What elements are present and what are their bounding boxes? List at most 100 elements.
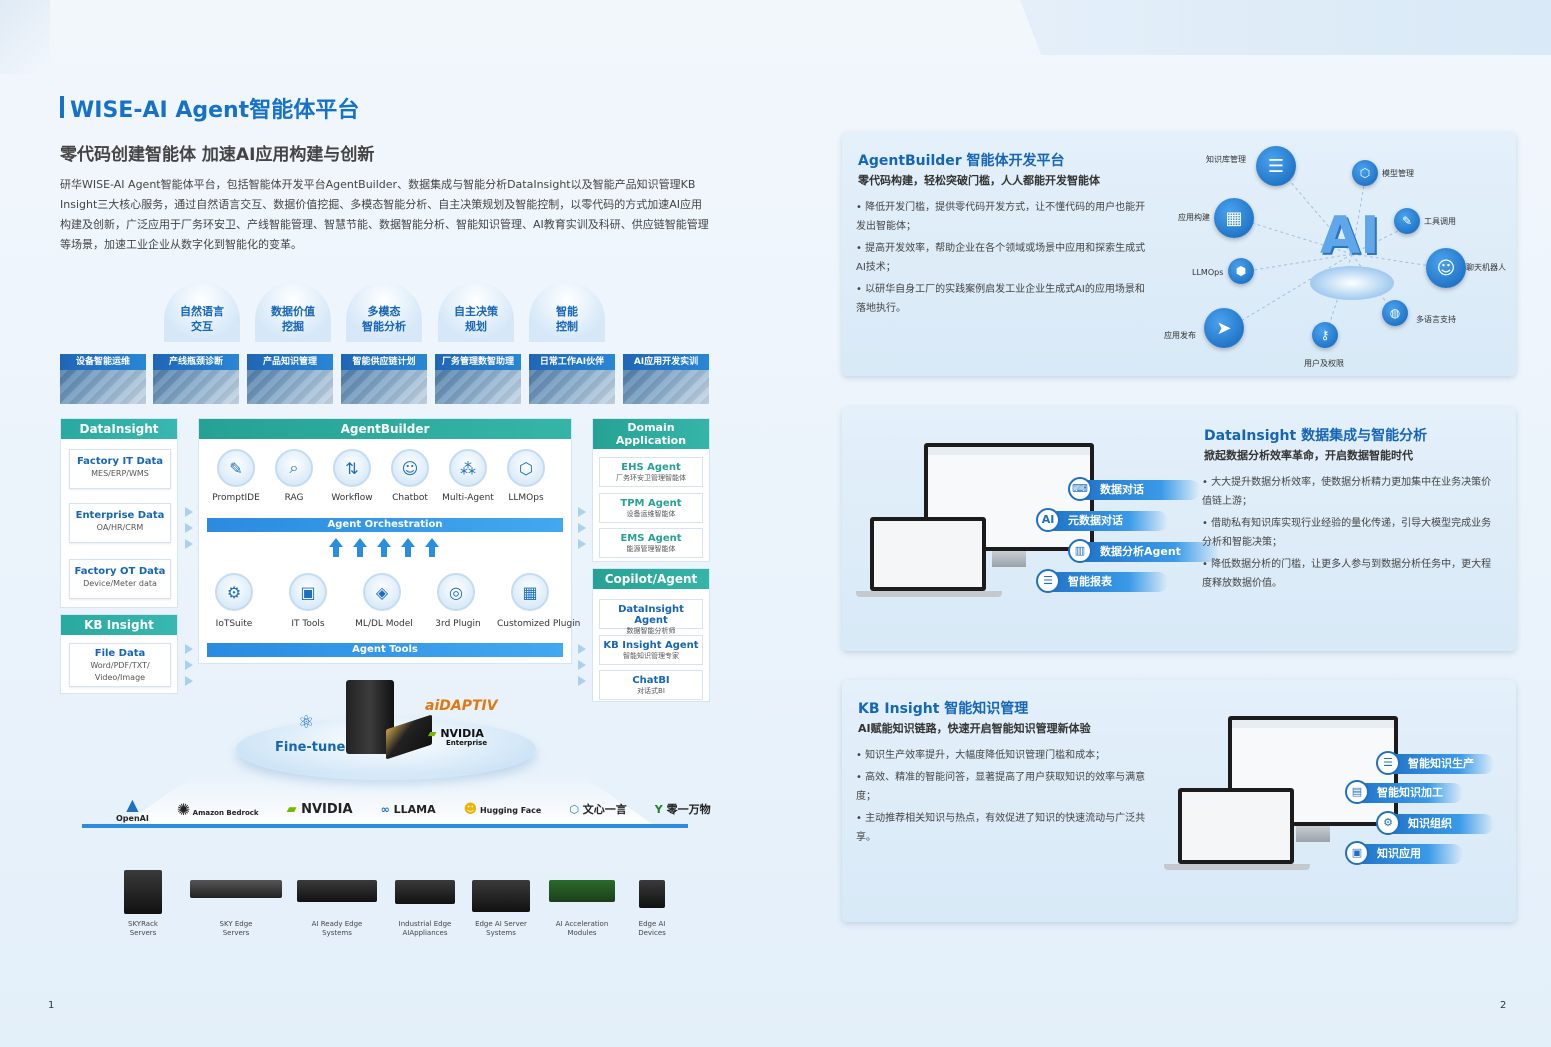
knowledge-organize-icon: ⚙ bbox=[1376, 811, 1400, 835]
desktop-monitor bbox=[1228, 716, 1398, 826]
builder-tools-row: ✎ ⌕ ⇅ ☺ ⁂ ⬡ bbox=[217, 449, 545, 487]
bullet-item: 高效、精准的智能问答，显著提高了用户获取知识的效率与满意度； bbox=[856, 768, 1146, 806]
user-permission-icon: ⚷ bbox=[1312, 322, 1338, 348]
feature-pill: ▤智能知识加工 bbox=[1345, 780, 1463, 804]
up-arrow-icon bbox=[353, 538, 367, 557]
tool-label: Multi-Agent bbox=[442, 493, 494, 503]
bullet-item: 大大提升数据分析效率，使数据分析精力更加集中在业务决策价值链上游； bbox=[1202, 473, 1492, 511]
capability-bubble: 多模态智能分析 bbox=[346, 282, 422, 342]
laptop-display bbox=[1182, 792, 1290, 860]
tool-label: LLMOps bbox=[508, 493, 544, 503]
tool-call-icon: ✎ bbox=[1394, 208, 1420, 234]
connector-arrow bbox=[578, 676, 586, 686]
card-subtitle: 掀起数据分析效率革命，开启数据智能时代 bbox=[1204, 449, 1413, 462]
orbit-label: LLMOps bbox=[1192, 268, 1224, 277]
kbinsight-card: KB Insight 智能知识管理 AI赋能知识链路，快速开启智能知识管理新体验… bbox=[842, 680, 1516, 922]
tool-label: PromptIDE bbox=[212, 493, 260, 503]
page-number-right: 2 bbox=[1500, 1000, 1507, 1011]
flow-arrows bbox=[329, 538, 439, 557]
page-number-left: 1 bbox=[48, 1000, 55, 1011]
agent-tools-labels: IoTSuite IT Tools ML/DL Model 3rd Plugin… bbox=[199, 619, 581, 633]
laptop-base bbox=[1164, 864, 1310, 870]
connector-arrow bbox=[185, 644, 193, 654]
edge-server-image bbox=[472, 880, 530, 912]
language-icon: ◍ bbox=[1382, 300, 1408, 326]
connector-arrow bbox=[185, 676, 193, 686]
aidaptiv-logo: aiDAPTIV bbox=[425, 698, 498, 714]
rack-image bbox=[124, 870, 162, 914]
bullet-item: 降低数据分析的门槛，让更多人参与到数据分析任务中，更大程度释放数据价值。 bbox=[1202, 555, 1492, 593]
orbit-label: 应用发布 bbox=[1164, 331, 1196, 340]
intro-paragraph: 研华WISE-AI Agent智能体平台，包括智能体开发平台AgentBuild… bbox=[60, 178, 709, 251]
bullet-item: 知识生产效率提升，大幅度降低知识管理门槛和成本； bbox=[856, 746, 1146, 765]
scenario-tile: 设备智能运维 bbox=[60, 354, 146, 404]
card-title: KB Insight 智能知识管理 bbox=[858, 701, 1029, 717]
openai-logo: ▲OpenAI bbox=[116, 795, 149, 823]
capability-bubble: 自然语言交互 bbox=[164, 282, 240, 342]
header-decoration bbox=[1020, 0, 1551, 55]
amazon-bedrock-logo: ✺ Amazon Bedrock bbox=[176, 799, 259, 819]
report-icon: ☰ bbox=[1036, 569, 1060, 593]
corner-decoration bbox=[0, 0, 50, 74]
up-arrow-icon bbox=[329, 538, 343, 557]
laptop-base bbox=[856, 591, 1002, 597]
appliance-image bbox=[395, 880, 455, 904]
tool-label: RAG bbox=[284, 493, 304, 503]
connector-arrow bbox=[578, 644, 586, 654]
page-subtitle: 零代码创建智能体 加速AI应用构建与创新 bbox=[60, 145, 375, 165]
connector-arrow bbox=[578, 660, 586, 670]
multi-agent-icon: ⁂ bbox=[449, 449, 487, 487]
knowledge-base-icon: ☰ bbox=[1256, 146, 1296, 186]
ai-hologram: AI bbox=[1302, 206, 1402, 302]
nvidia-enterprise-sub: Enterprise bbox=[446, 739, 488, 747]
llmops-icon: ⬡ bbox=[507, 449, 545, 487]
prompt-icon: ✎ bbox=[217, 449, 255, 487]
bullet-item: 主动推荐相关知识与热点，有效促进了知识的快速流动与广泛共享。 bbox=[856, 809, 1146, 847]
tool-label: Customized Plugin bbox=[497, 619, 581, 629]
laptop-screen bbox=[870, 517, 986, 591]
kbinsight-heading: KB Insight bbox=[61, 615, 177, 635]
bullet-item: 借助私有知识库实现行业经验的量化传递，引导大模型完成业务分析和智能决策； bbox=[1202, 514, 1492, 552]
card-subtitle: AI赋能知识链路，快速开启智能知识管理新体验 bbox=[858, 722, 1091, 735]
title-accent-bar bbox=[60, 96, 64, 118]
edge-system-image bbox=[297, 880, 377, 902]
feature-pill: ⚙知识组织 bbox=[1376, 811, 1494, 835]
card-title: AgentBuilder 智能体开发平台 bbox=[858, 153, 1065, 169]
capability-bubble: 智能控制 bbox=[529, 282, 605, 342]
server-image bbox=[190, 880, 282, 898]
publish-icon: ➤ bbox=[1204, 308, 1244, 348]
llama-logo: ∞ LLAMA bbox=[380, 802, 436, 816]
metadata-icon: AI bbox=[1036, 508, 1060, 532]
model-icon: ⬡ bbox=[1352, 160, 1378, 186]
workflow-icon: ⇅ bbox=[333, 449, 371, 487]
connector-arrow bbox=[185, 523, 193, 533]
chat-icon: ⌨ bbox=[1068, 477, 1092, 501]
orbit-label: 应用构建 bbox=[1178, 213, 1210, 222]
knowledge-production-icon: ☰ bbox=[1376, 751, 1400, 775]
feature-pill: ▣知识应用 bbox=[1345, 841, 1463, 865]
monitor-stand bbox=[1296, 826, 1330, 842]
tool-label: Chatbot bbox=[392, 493, 428, 503]
scenario-tile: 日常工作AI伙伴 bbox=[529, 354, 615, 404]
knowledge-processing-icon: ▤ bbox=[1345, 780, 1369, 804]
chatbot-icon: ☺ bbox=[1426, 248, 1466, 288]
agentbuilder-panel: AgentBuilder ✎ ⌕ ⇅ ☺ ⁂ ⬡ PromptIDE RAG W… bbox=[198, 418, 581, 664]
scenario-tile: 智能供应链计划 bbox=[341, 354, 427, 404]
up-arrow-icon bbox=[377, 538, 391, 557]
app-build-icon: ▦ bbox=[1214, 198, 1254, 238]
up-arrow-icon bbox=[425, 538, 439, 557]
